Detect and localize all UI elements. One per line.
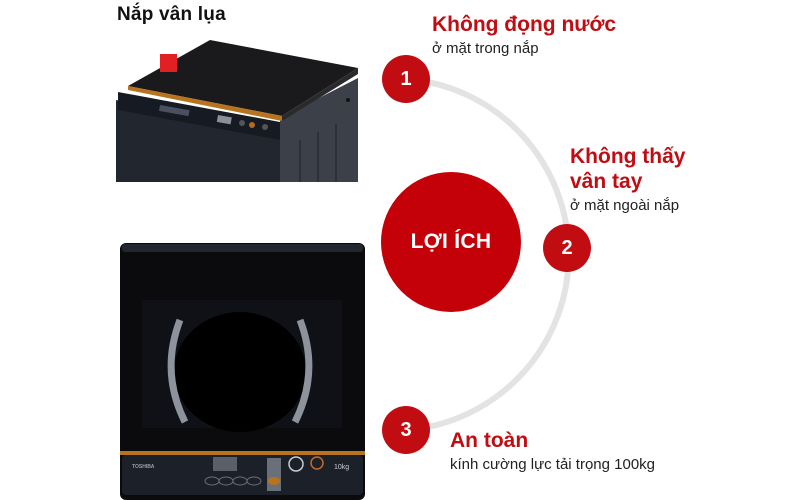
top-machine-image bbox=[116, 40, 358, 182]
benefit-2-text: Không thấy vân tay ở mặt ngoài nắp bbox=[570, 144, 686, 216]
benefit-1-subtitle: ở mặt trong nắp bbox=[432, 40, 539, 57]
benefits-center-badge: LỢI ÍCH bbox=[381, 172, 521, 312]
benefit-1-title: Không đọng nước bbox=[432, 13, 617, 36]
benefit-2-title-line-1: Không thấy bbox=[570, 145, 686, 168]
product-title: Nắp vân lụa bbox=[117, 4, 226, 25]
benefit-3-subtitle: kính cường lực tải trọng 100kg bbox=[450, 456, 656, 473]
center-label: LỢI ÍCH bbox=[410, 230, 492, 253]
benefit-1-badge: 1 bbox=[382, 55, 430, 103]
benefit-2-title-line-2: vân tay bbox=[570, 170, 643, 193]
brand-logo: TOSHIBA bbox=[132, 464, 155, 470]
bottom-machine-image: TOSHIBA 10kg bbox=[120, 243, 365, 500]
benefit-2-number: 2 bbox=[561, 236, 573, 259]
benefit-3-text: An toàn kính cường lực tải trọng 100kg bbox=[450, 428, 655, 475]
benefit-3-title: An toàn bbox=[450, 429, 529, 452]
benefit-1-number: 1 bbox=[400, 67, 412, 90]
benefit-1-text: Không đọng nước ở mặt trong nắp bbox=[432, 12, 616, 59]
benefit-2-badge: 2 bbox=[543, 224, 591, 272]
lid-marker bbox=[160, 54, 177, 72]
benefit-3-number: 3 bbox=[400, 418, 412, 441]
benefit-3-badge: 3 bbox=[382, 406, 430, 454]
benefit-2-subtitle: ở mặt ngoài nắp bbox=[570, 197, 680, 214]
capacity-label: 10kg bbox=[334, 464, 349, 471]
